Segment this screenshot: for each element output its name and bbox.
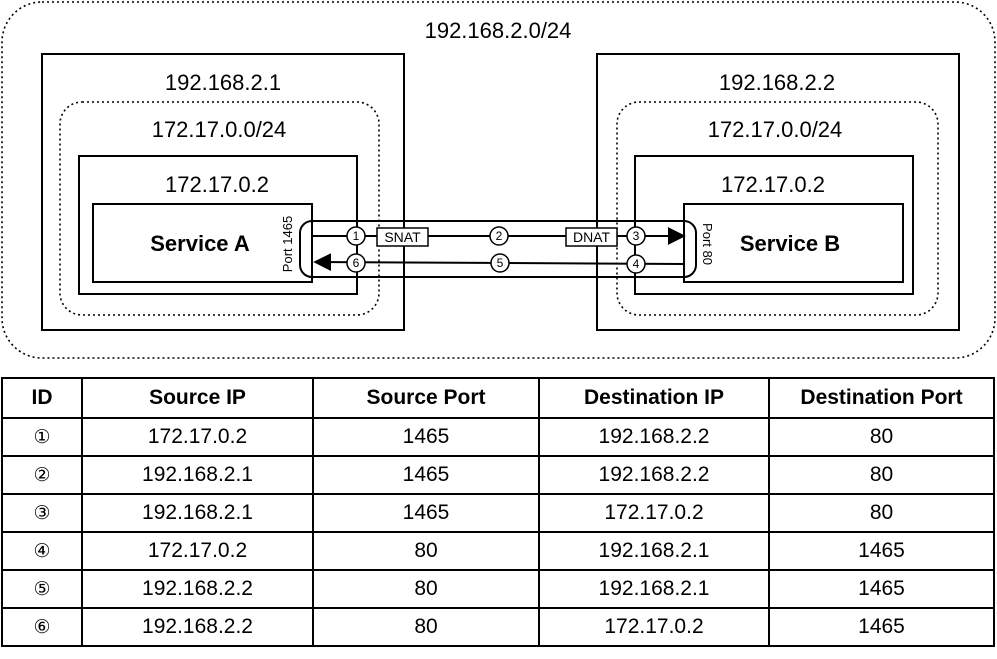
cell-destination-port: 1465 [768, 569, 995, 609]
cell-destination-ip: 172.17.0.2 [538, 493, 770, 533]
cell-destination-port: 80 [768, 493, 995, 533]
host-b-container-ip: 172.17.0.2 [721, 172, 825, 197]
cell-id: ④ [1, 531, 83, 571]
header-source-ip: Source IP [81, 377, 314, 419]
service-a-box [92, 203, 313, 283]
host-a-container-ip: 172.17.0.2 [165, 172, 269, 197]
host-a-ip: 192.168.2.1 [165, 70, 281, 95]
host-a-bridge-network [59, 101, 380, 316]
traffic-tunnel [299, 220, 697, 278]
step-marker-1: 1 [346, 226, 366, 246]
dnat-label: DNAT [573, 229, 611, 245]
table-row: ⑥ 192.168.2.2 80 172.17.0.2 1465 [1, 607, 995, 647]
snat-label: SNAT [384, 229, 421, 245]
cell-source-port: 80 [312, 569, 540, 609]
service-b-port-label: Port 80 [700, 223, 715, 265]
host-a-box [41, 53, 405, 331]
outer-network-label: 192.168.2.0/24 [425, 18, 572, 43]
cell-source-ip: 172.17.0.2 [81, 417, 314, 457]
step-marker-4: 4 [626, 254, 646, 274]
cell-source-port: 1465 [312, 493, 540, 533]
cell-source-port: 80 [312, 531, 540, 571]
cell-source-port: 80 [312, 607, 540, 647]
step-marker-2: 2 [489, 226, 509, 246]
table-row: ② 192.168.2.1 1465 192.168.2.2 80 [1, 455, 995, 495]
cell-destination-ip: 172.17.0.2 [538, 607, 770, 647]
step-marker-6: 6 [346, 253, 366, 273]
cell-destination-ip: 192.168.2.1 [538, 531, 770, 571]
cell-destination-port: 1465 [768, 607, 995, 647]
cell-destination-ip: 192.168.2.1 [538, 569, 770, 609]
cell-id: ⑥ [1, 607, 83, 647]
cell-source-ip: 192.168.2.2 [81, 569, 314, 609]
host-b-container-box [634, 155, 914, 295]
table-row: ① 172.17.0.2 1465 192.168.2.2 80 [1, 417, 995, 457]
step-marker-5: 5 [490, 253, 510, 273]
cell-source-port: 1465 [312, 455, 540, 495]
host-b-box [596, 53, 960, 331]
header-id: ID [1, 377, 83, 419]
snat-box [376, 227, 429, 247]
svg-text:3: 3 [633, 229, 640, 243]
nat-translation-table: ID Source IP Source Port Destination IP … [1, 377, 995, 647]
cell-id: ① [1, 417, 83, 457]
svg-text:6: 6 [353, 256, 360, 270]
cell-destination-port: 80 [768, 417, 995, 457]
svg-text:4: 4 [633, 257, 640, 271]
host-b-ip: 192.168.2.2 [719, 70, 835, 95]
table-header-row: ID Source IP Source Port Destination IP … [1, 377, 995, 419]
table-row: ⑤ 192.168.2.2 80 192.168.2.1 1465 [1, 569, 995, 609]
header-destination-port: Destination Port [768, 377, 995, 419]
network-diagram: 192.168.2.0/24 192.168.2.1 172.17.0.0/24… [1, 1, 996, 359]
cell-destination-port: 1465 [768, 531, 995, 571]
service-b-label: Service B [740, 231, 840, 256]
service-a-port-label: Port 1465 [280, 216, 295, 272]
cell-destination-port: 80 [768, 455, 995, 495]
header-destination-ip: Destination IP [538, 377, 770, 419]
host-a-container-box [78, 155, 358, 295]
cell-source-ip: 172.17.0.2 [81, 531, 314, 571]
outer-network-boundary [1, 1, 996, 359]
cell-destination-ip: 192.168.2.2 [538, 455, 770, 495]
cell-source-ip: 192.168.2.1 [81, 493, 314, 533]
table-row: ④ 172.17.0.2 80 192.168.2.1 1465 [1, 531, 995, 571]
svg-text:5: 5 [497, 256, 504, 270]
header-source-port: Source Port [312, 377, 540, 419]
host-a-bridge-label: 172.17.0.0/24 [152, 117, 287, 142]
cell-source-ip: 192.168.2.2 [81, 607, 314, 647]
cell-source-port: 1465 [312, 417, 540, 457]
svg-text:2: 2 [496, 229, 503, 243]
host-b-bridge-label: 172.17.0.0/24 [708, 117, 843, 142]
service-a-label: Service A [150, 231, 250, 256]
host-b-bridge-network [616, 101, 939, 316]
cell-id: ③ [1, 493, 83, 533]
svg-text:1: 1 [353, 229, 360, 243]
cell-id: ⑤ [1, 569, 83, 609]
step-marker-3: 3 [626, 226, 646, 246]
table-row: ③ 192.168.2.1 1465 172.17.0.2 80 [1, 493, 995, 533]
cell-destination-ip: 192.168.2.2 [538, 417, 770, 457]
cell-id: ② [1, 455, 83, 495]
dnat-box [565, 227, 618, 247]
cell-source-ip: 192.168.2.1 [81, 455, 314, 495]
